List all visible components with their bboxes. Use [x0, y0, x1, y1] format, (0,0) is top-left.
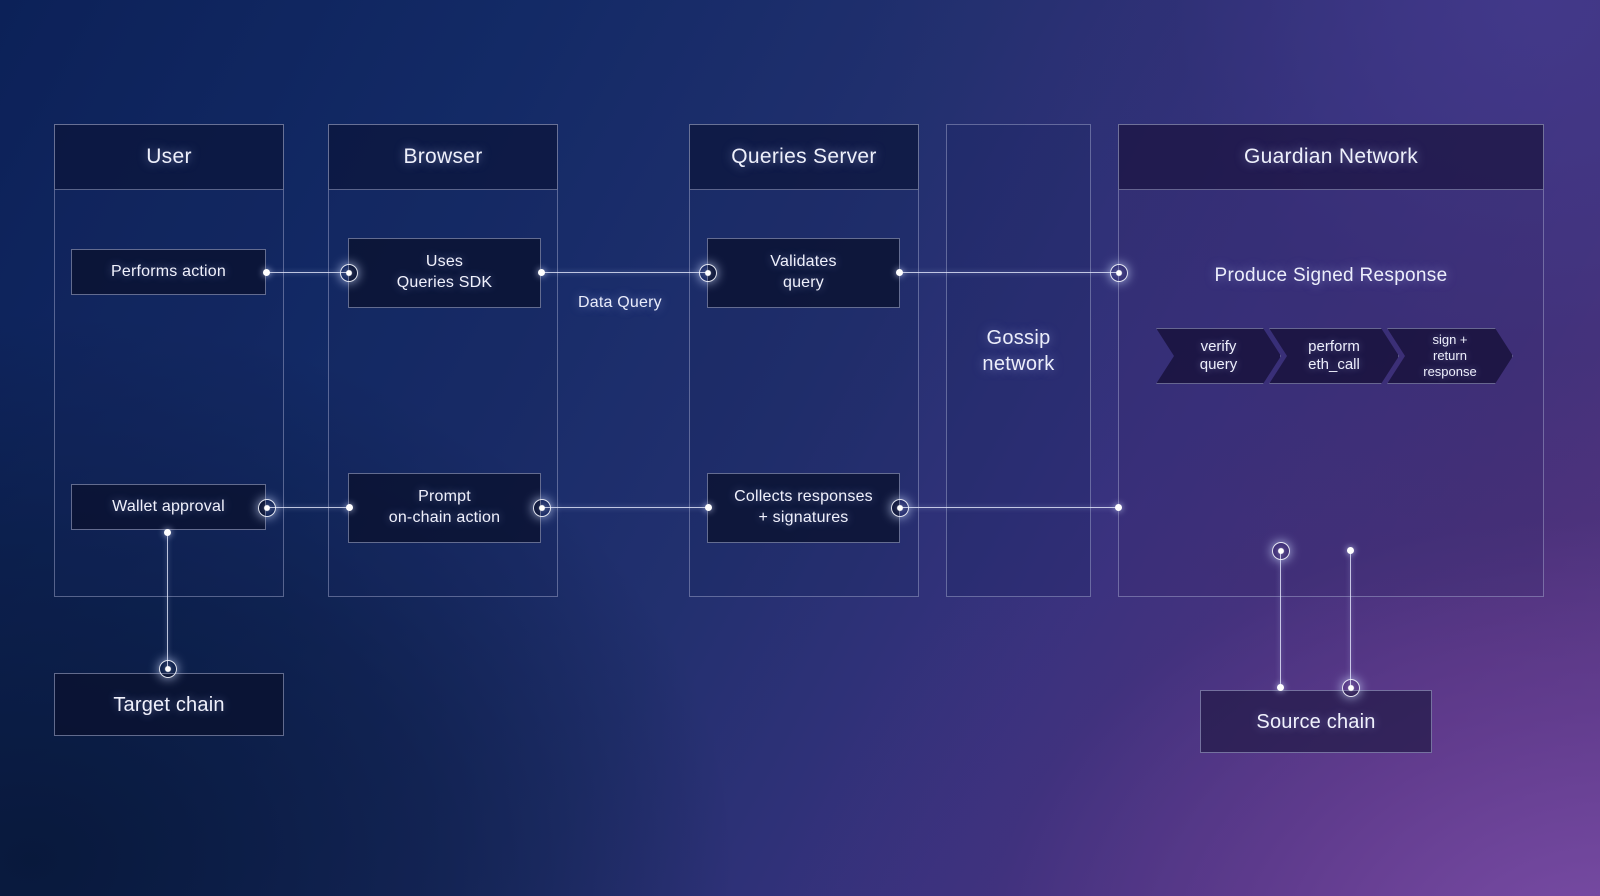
lane-title-queries-server: Queries Server: [731, 145, 877, 168]
edge-source-chain-to-guardian-right: [1350, 550, 1351, 687]
node-target-chain-label: Target chain: [113, 693, 225, 716]
edge-wallet-approval-to-target-chain: [167, 535, 168, 668]
edge-uses-sdk-to-validates-query: [540, 272, 708, 273]
edge-prompt-onchain-to-collects-responses: [540, 507, 708, 508]
produce-signed-response-label: Produce Signed Response: [1214, 265, 1448, 286]
guardian-step-sign-return-response-line1: sign +: [1432, 332, 1468, 348]
connector-dot-target-chain-top: [159, 660, 177, 678]
node-source-chain[interactable]: Source chain: [1200, 690, 1432, 753]
edge-validates-query-to-guardian: [898, 272, 1118, 273]
lane-title-gossip-network: Gossip network: [947, 325, 1090, 378]
guardian-step-verify-query-line1: verify: [1200, 337, 1237, 355]
guardian-step-sign-return-response-line3: response: [1423, 363, 1477, 379]
connector-dot-performs-action-out: [262, 268, 270, 276]
node-uses-queries-sdk-line1: Uses: [425, 253, 464, 271]
guardian-step-sign-return-response-line2: return: [1433, 348, 1467, 364]
node-collects-responses-line2: + signatures: [758, 509, 849, 526]
node-prompt-onchain-action[interactable]: Prompt on-chain action: [348, 473, 541, 543]
edge-collects-responses-to-guardian: [898, 507, 1118, 508]
lane-title-guardian-network: Guardian Network: [1243, 145, 1419, 168]
connector-dot-prompt-onchain-in: [345, 503, 353, 511]
lane-header-guardian-network: Guardian Network: [1118, 124, 1544, 190]
node-wallet-approval[interactable]: Wallet approval: [71, 484, 266, 530]
node-uses-queries-sdk-line2: Queries SDK: [396, 274, 493, 291]
connector-dot-source-chain-out: [1342, 679, 1360, 697]
guardian-section-title: Produce Signed Response: [1119, 263, 1543, 288]
connector-dot-wallet-approval-out: [258, 499, 276, 517]
guardian-step-perform-ethcall-line2: eth_call: [1308, 356, 1360, 373]
node-performs-action[interactable]: Performs action: [71, 249, 266, 295]
connector-dot-guardian-in-top: [1110, 264, 1128, 282]
connector-dot-uses-sdk-in: [340, 264, 358, 282]
node-target-chain[interactable]: Target chain: [54, 673, 284, 736]
lane-header-queries-server: Queries Server: [689, 124, 919, 190]
edge-performs-action-to-uses-sdk: [265, 272, 350, 273]
edge-wallet-approval-to-prompt-onchain: [265, 507, 350, 508]
connector-dot-wallet-approval-bottom: [163, 528, 171, 536]
node-wallet-approval-label: Wallet approval: [112, 497, 225, 515]
node-uses-queries-sdk[interactable]: Uses Queries SDK: [348, 238, 541, 308]
node-validates-query-line1: Validates: [770, 253, 837, 271]
node-validates-query[interactable]: Validates query: [707, 238, 900, 308]
lane-gossip-network: Gossip network: [946, 124, 1091, 597]
guardian-step-verify-query-line2: query: [1199, 356, 1238, 373]
lane-title-browser: Browser: [403, 145, 483, 168]
lane-header-user: User: [54, 124, 284, 190]
guardian-step-sign-return-response[interactable]: sign + return response: [1387, 328, 1513, 384]
connector-dot-uses-sdk-out: [537, 268, 545, 276]
connector-dot-guardian-in-right: [1346, 546, 1354, 554]
node-collects-responses[interactable]: Collects responses + signatures: [707, 473, 900, 543]
connector-dot-guardian-in-bottom: [1114, 503, 1122, 511]
connector-dot-collects-responses-out: [891, 499, 909, 517]
node-validates-query-line2: query: [782, 274, 825, 291]
connector-dot-validates-query-in: [699, 264, 717, 282]
node-prompt-onchain-action-line1: Prompt: [418, 488, 471, 506]
edge-guardian-to-source-chain-left: [1280, 550, 1281, 687]
lane-title-user: User: [146, 145, 192, 168]
guardian-step-perform-ethcall[interactable]: perform eth_call: [1269, 328, 1399, 384]
gossip-label-line1: Gossip: [986, 327, 1051, 349]
node-performs-action-label: Performs action: [110, 262, 227, 280]
data-query-text: Data Query: [578, 294, 662, 311]
node-collects-responses-line1: Collects responses: [734, 488, 873, 506]
edge-label-data-query: Data Query: [578, 294, 662, 312]
connector-dot-validates-query-out: [895, 268, 903, 276]
node-source-chain-label: Source chain: [1256, 710, 1376, 733]
guardian-step-perform-ethcall-line1: perform: [1308, 337, 1360, 355]
lane-guardian-network: Guardian Network Produce Signed Response…: [1118, 124, 1544, 597]
connector-dot-guardian-out-left: [1272, 542, 1290, 560]
gossip-label-line2: network: [982, 353, 1055, 376]
guardian-step-verify-query[interactable]: verify query: [1156, 328, 1281, 384]
connector-dot-prompt-onchain-out: [533, 499, 551, 517]
node-prompt-onchain-action-line2: on-chain action: [388, 509, 501, 526]
connector-dot-source-chain-in: [1276, 683, 1284, 691]
lane-header-browser: Browser: [328, 124, 558, 190]
connector-dot-collects-responses-in: [704, 503, 712, 511]
